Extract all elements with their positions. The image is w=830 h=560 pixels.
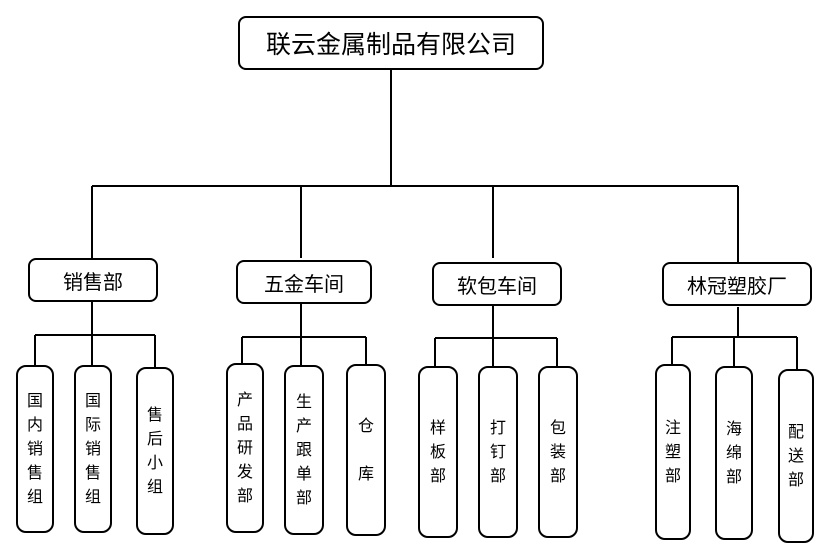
department-name: 软包车间 xyxy=(457,273,537,298)
unit-name: 包装部 xyxy=(549,418,566,485)
unit-node: 生产跟单部 xyxy=(284,365,324,535)
unit-node: 包装部 xyxy=(538,366,578,538)
unit-name: 配送部 xyxy=(787,422,804,489)
unit-node: 配送部 xyxy=(778,369,814,543)
unit-node: 产品研发部 xyxy=(226,363,264,533)
unit-node: 仓库 xyxy=(346,364,386,536)
department-name: 销售部 xyxy=(63,269,123,294)
department-name: 林冠塑胶厂 xyxy=(687,273,787,298)
department-node-hardware-workshop: 五金车间 xyxy=(236,260,372,304)
unit-node: 海绵部 xyxy=(715,366,753,540)
unit-name: 售后小组 xyxy=(146,405,163,496)
department-name: 五金车间 xyxy=(264,271,344,296)
unit-name: 生产跟单部 xyxy=(295,392,312,507)
unit-name: 样板部 xyxy=(429,418,446,485)
unit-name: 国内销售组 xyxy=(26,391,43,506)
unit-node: 样板部 xyxy=(418,366,458,538)
department-node-plastics-factory: 林冠塑胶厂 xyxy=(662,262,812,306)
unit-node: 售后小组 xyxy=(136,367,174,535)
unit-node: 注塑部 xyxy=(655,364,691,540)
unit-name: 国际销售组 xyxy=(84,391,101,506)
unit-node: 国际销售组 xyxy=(74,365,112,533)
department-node-sales: 销售部 xyxy=(28,258,158,302)
unit-name: 海绵部 xyxy=(725,419,742,486)
department-node-upholstery-workshop: 软包车间 xyxy=(432,262,562,306)
unit-node: 打钉部 xyxy=(478,366,518,538)
company-node: 联云金属制品有限公司 xyxy=(238,16,544,70)
unit-name: 打钉部 xyxy=(489,418,506,485)
unit-node: 国内销售组 xyxy=(16,365,54,533)
unit-name: 注塑部 xyxy=(664,418,681,485)
unit-name: 仓库 xyxy=(357,416,374,483)
company-name: 联云金属制品有限公司 xyxy=(265,30,516,59)
unit-name: 产品研发部 xyxy=(236,390,253,505)
